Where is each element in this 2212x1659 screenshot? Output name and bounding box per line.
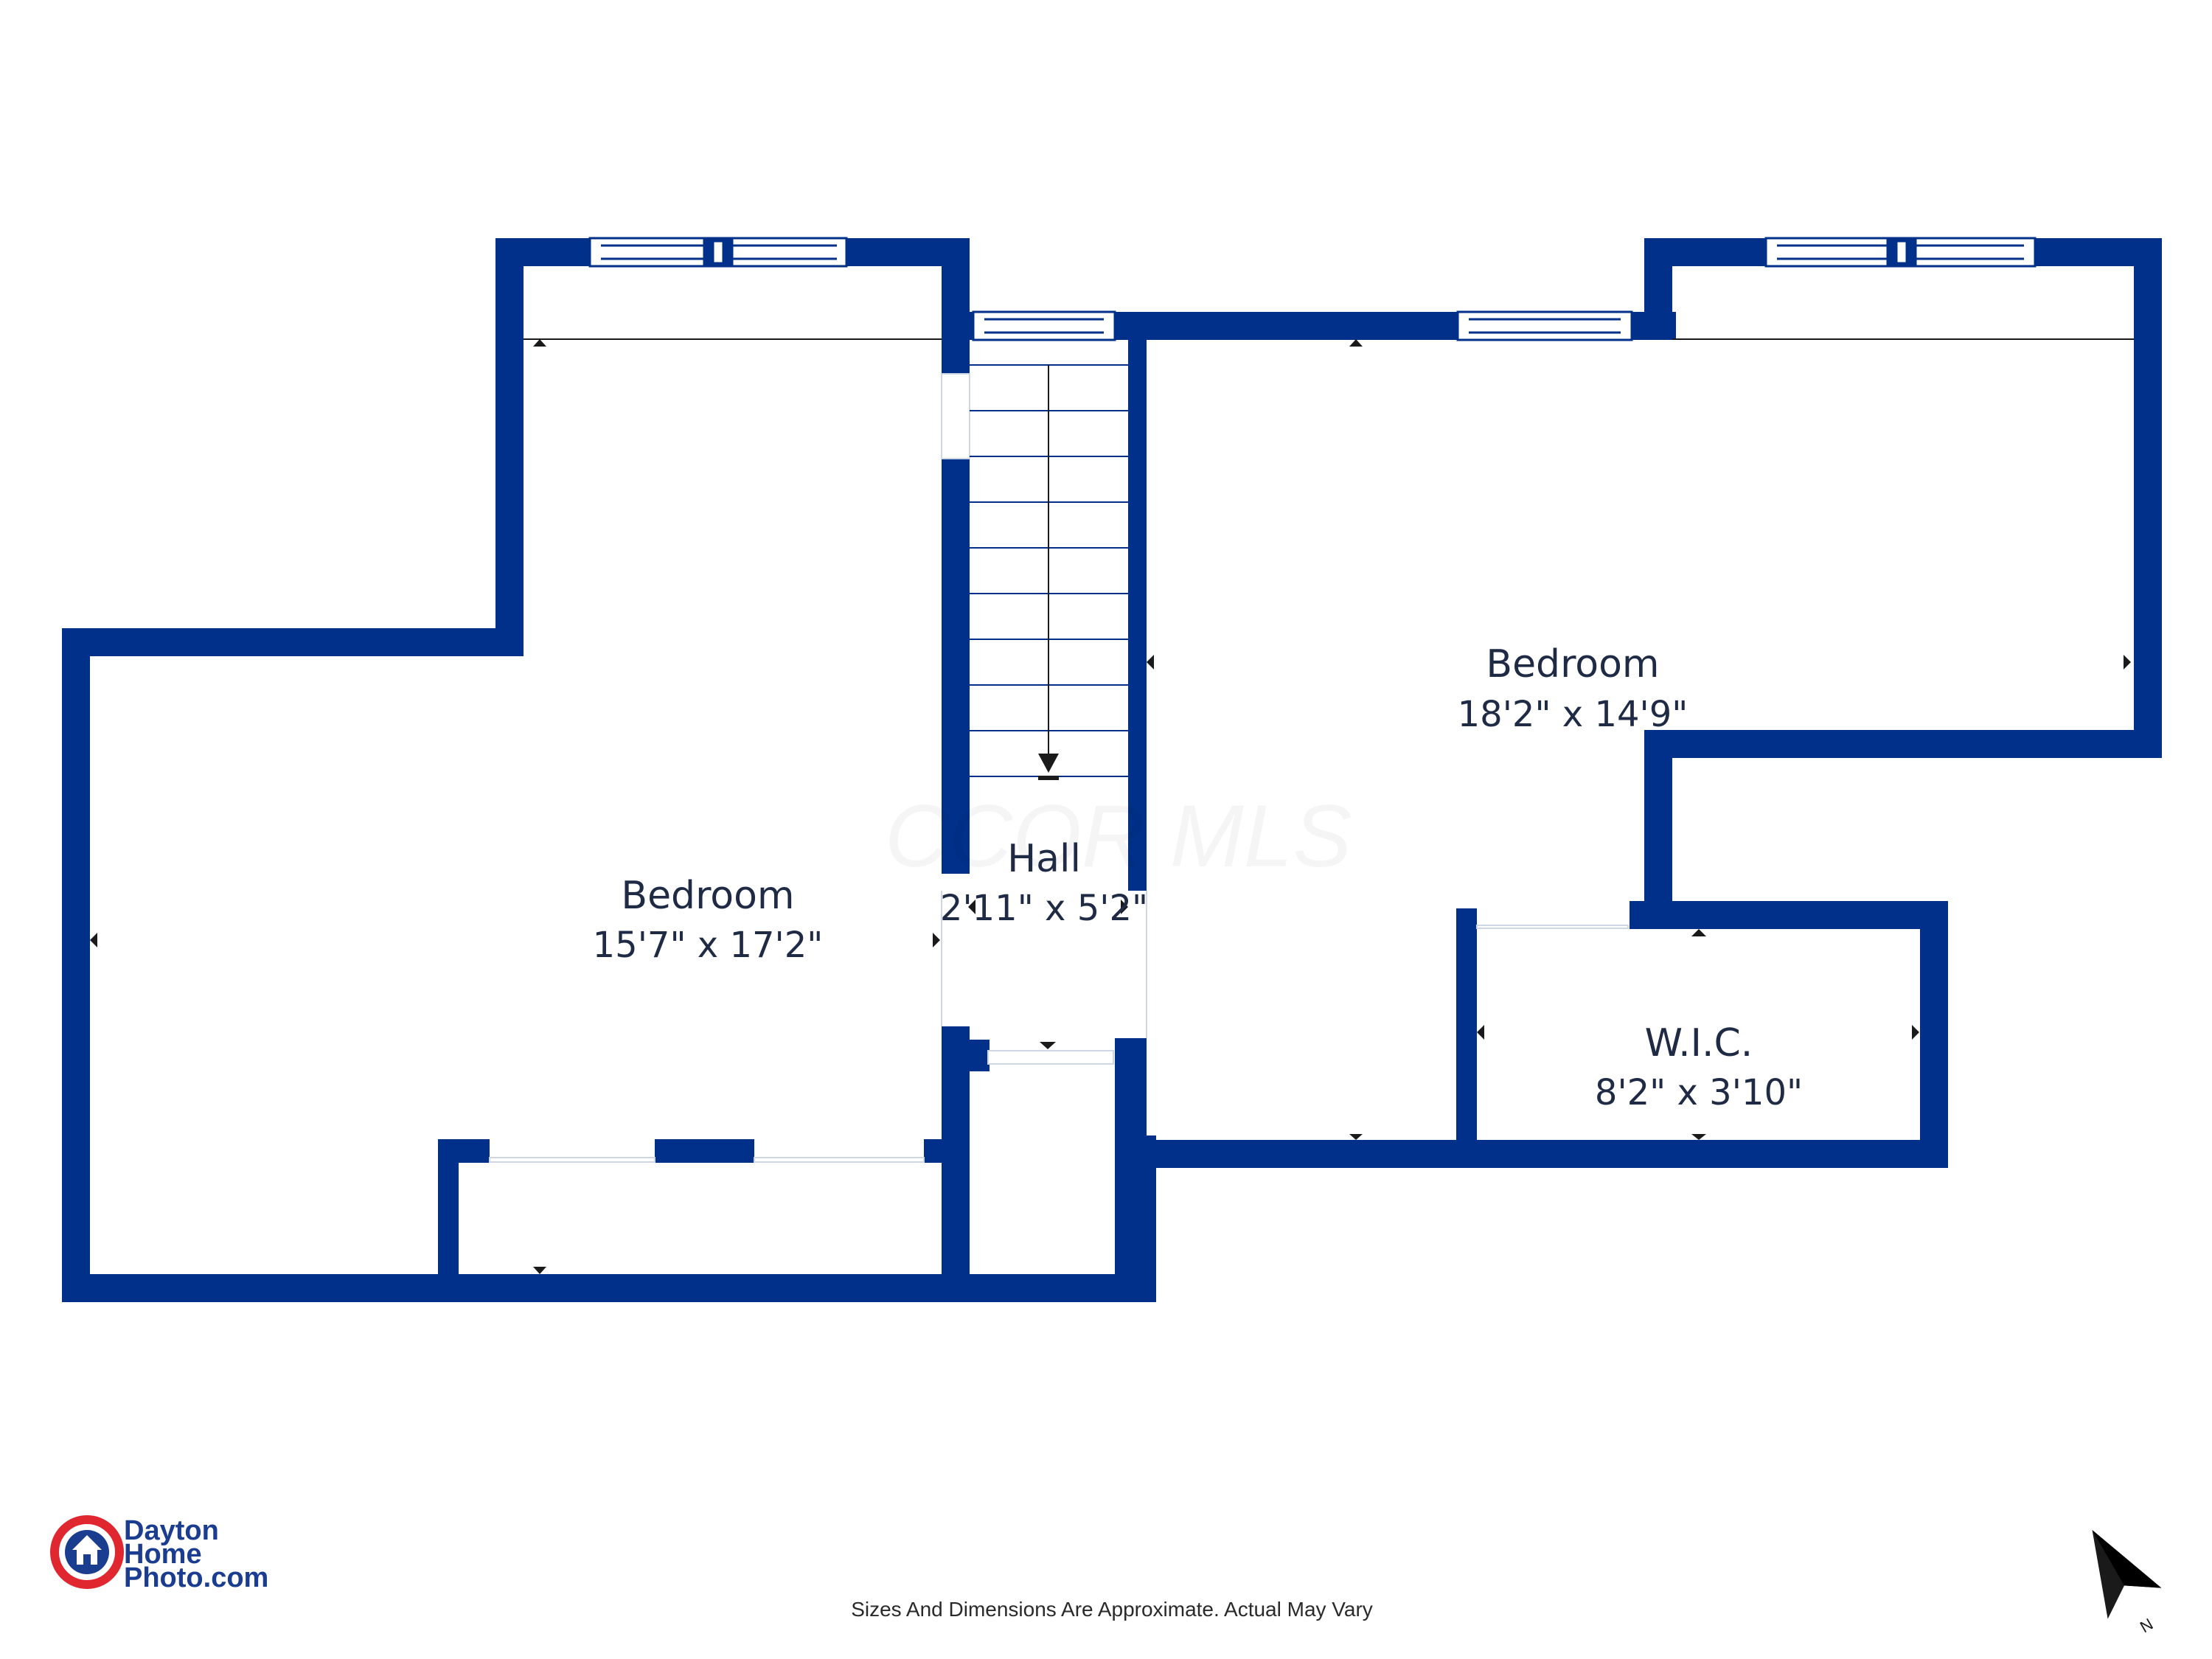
wall (924, 1139, 970, 1163)
wall (62, 628, 90, 1302)
wall (1115, 312, 1458, 340)
walls (62, 238, 2162, 1302)
wall (62, 1274, 1156, 1302)
wall (1456, 908, 1477, 1168)
wall (942, 1026, 970, 1302)
room-dimensions: 18'2" x 14'9" (1458, 694, 1688, 735)
hall-outline (941, 891, 1147, 1038)
room-dimensions: 2'11" x 5'2" (940, 888, 1148, 929)
wall (1644, 730, 1672, 918)
room-right-bedroom: Bedroom 18'2" x 14'9" (1458, 642, 1688, 735)
room-dimensions: 15'7" x 17'2" (593, 925, 824, 966)
room-left-bedroom: Bedroom 15'7" x 17'2" (593, 874, 824, 966)
room-name: Bedroom (1486, 642, 1659, 686)
doorway (754, 1157, 925, 1163)
doorway (987, 1050, 1114, 1065)
stairs (970, 364, 1128, 777)
wall (942, 1040, 990, 1071)
wall (62, 628, 524, 656)
wall (942, 457, 970, 874)
wall (495, 238, 524, 656)
wall (1128, 312, 1147, 891)
room-name: Bedroom (621, 874, 794, 918)
windows (588, 237, 2037, 341)
window (588, 237, 848, 268)
wall (1630, 901, 1948, 929)
wall (438, 1139, 459, 1302)
dimension-markers (90, 339, 2131, 1274)
room-dimensions: 8'2" x 3'10" (1595, 1072, 1803, 1113)
wall (495, 238, 590, 266)
room-name: Hall (1007, 837, 1081, 881)
house-door (83, 1554, 91, 1565)
doorways (489, 373, 1629, 1163)
logo-line3: Photo.com (124, 1562, 268, 1593)
window (1764, 237, 2037, 268)
wall (1644, 238, 1766, 266)
north-arrow-icon (2092, 1530, 2162, 1619)
room-name: W.I.C. (1645, 1021, 1753, 1065)
room-hall: Hall 2'11" x 5'2" (940, 837, 1148, 929)
company-logo: Dayton Home Photo.com (50, 1515, 268, 1593)
wall (655, 1139, 754, 1163)
compass-label: N (2137, 1615, 2156, 1637)
house-icon (72, 1535, 102, 1565)
doorway (489, 1157, 655, 1163)
stair-direction-arrow (1038, 754, 1059, 773)
logo-ring (50, 1515, 124, 1589)
wall (1644, 730, 2162, 758)
stair-bar (1038, 776, 1059, 780)
window (1456, 310, 1633, 341)
watermark: CCOR MLS (885, 787, 1352, 886)
wall (1920, 901, 1948, 1168)
window (972, 310, 1116, 341)
logo-line1: Dayton (124, 1515, 219, 1546)
wall (2134, 238, 2162, 758)
doorway (941, 373, 970, 459)
wall (1128, 1140, 1948, 1168)
room-wic: W.I.C. 8'2" x 3'10" (1595, 1021, 1803, 1113)
doorway (1476, 925, 1629, 929)
disclaimer: Sizes And Dimensions Are Approximate. Ac… (851, 1598, 1373, 1621)
logo-line2: Home (124, 1539, 202, 1570)
